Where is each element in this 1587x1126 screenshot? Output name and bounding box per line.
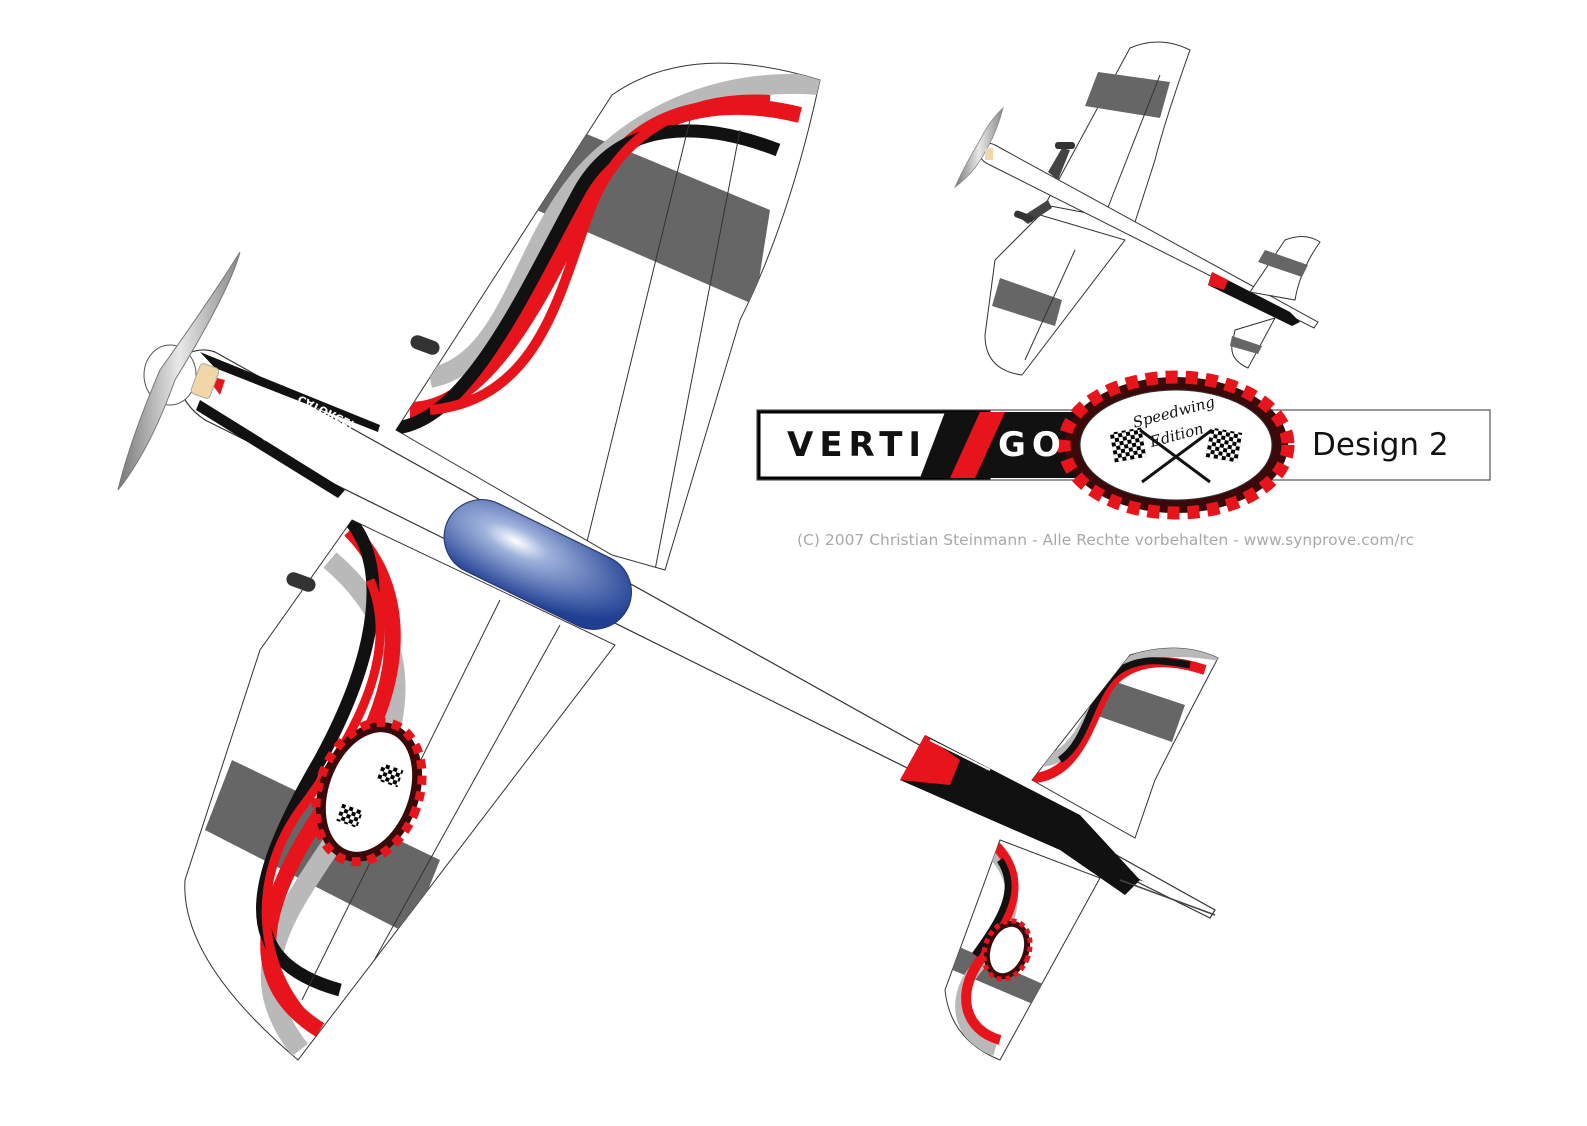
upper-stabilizer <box>1031 647 1219 839</box>
lower-wing <box>184 519 616 1061</box>
speedwing-badge <box>1057 370 1295 520</box>
copyright-notice: (C) 2007 Christian Steinmann - Alle Rech… <box>797 531 1415 549</box>
lower-stabilizer <box>944 839 1101 1061</box>
design-label: Design 2 <box>1312 427 1449 463</box>
upper-wing <box>395 62 821 571</box>
logo-word-left: VERTI <box>787 425 928 465</box>
motor-mount <box>190 363 220 399</box>
canopy <box>443 499 633 630</box>
title-box: VERTI GO Design 2 <box>757 410 1490 480</box>
propeller <box>117 251 241 491</box>
logo-word-right: GO <box>998 425 1067 465</box>
wing-badge <box>311 717 427 867</box>
small-plane-view <box>954 41 1321 376</box>
fuselage <box>117 251 1216 919</box>
servo-fairing-lower <box>286 572 316 592</box>
servo-fairing <box>410 335 440 355</box>
tail-badge <box>981 918 1033 982</box>
